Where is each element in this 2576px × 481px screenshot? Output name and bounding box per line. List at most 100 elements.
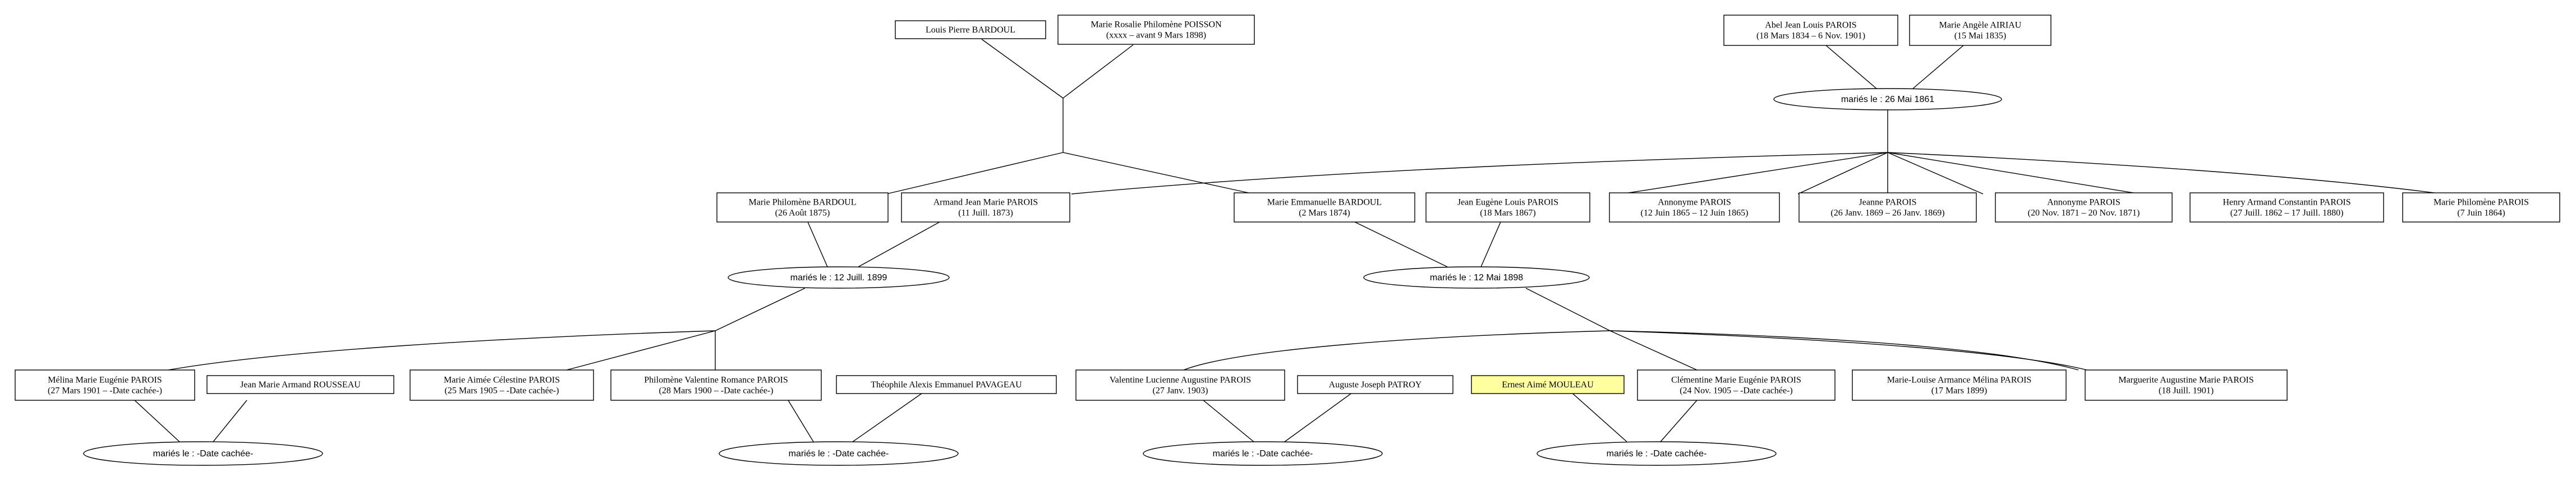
person-frame [1471, 375, 1625, 394]
person-box-marguerite-augustine-marie-parois[interactable]: Marguerite Augustine Marie PAROIS(18 Jui… [2085, 369, 2288, 401]
person-name: Henry Armand Constantin PAROIS [2223, 198, 2350, 207]
person-box-jeanne-parois[interactable]: Jeanne PAROIS (26 Janv. 1869 – 26 Janv. 1… [1798, 192, 1977, 223]
person-name: Jean Eugène Louis PAROIS [1457, 198, 1558, 207]
union-ellipse [1363, 266, 1590, 289]
person-box-auguste-joseph-patroy[interactable]: Auguste Joseph PATROY [1297, 375, 1453, 394]
person-name: Abel Jean Louis PAROIS [1765, 21, 1856, 30]
person-box-abel-jean-louis-parois[interactable]: Abel Jean Louis PAROIS(18 Mars 1834 – 6 … [1723, 15, 1898, 46]
person-dates: (2 Mars 1874) [1299, 209, 1350, 218]
person-name: Marie Philomène BARDOUL [749, 198, 857, 207]
person-name: Mélina Marie Eugénie PAROIS [48, 376, 162, 385]
union-node-armand[interactable]: mariés le : 12 Juill. 1899 [728, 266, 950, 289]
person-name: Marie Aimée Célestine PAROIS [444, 376, 560, 385]
union-ellipse [1773, 88, 2002, 110]
person-dates: (26 Janv. 1869 – 26 Janv. 1869) [1830, 209, 1944, 218]
union-ellipse [83, 441, 323, 466]
union-label: mariés le : -Date cachée- [789, 449, 889, 459]
person-frame [2402, 192, 2560, 223]
person-frame [716, 192, 889, 223]
person-dates: (25 Mars 1905 – -Date cachée-) [445, 386, 559, 396]
person-box-annonyme-parois[interactable]: Annonyme PAROIS(20 Nov. 1871 – 20 Nov. 1… [1995, 192, 2173, 223]
person-box-marie-philomene-parois[interactable]: Marie Philomène PAROIS(7 Juin 1864) [2402, 192, 2560, 223]
person-frame [1798, 192, 1977, 223]
person-name: Philomène Valentine Romance PAROIS [644, 376, 788, 385]
person-name: Théophile Alexis Emmanuel PAVAGEAU [871, 380, 1022, 390]
union-node-jean[interactable]: mariés le : 12 Mai 1898 [1363, 266, 1590, 289]
person-name: Annonyme PAROIS [2047, 198, 2120, 207]
person-name: Jeanne PAROIS [1859, 198, 1917, 207]
person-frame [1234, 192, 1415, 223]
person-name: Ernest Aimé MOULEAU [1502, 380, 1594, 390]
union-label: mariés le : -Date cachée- [153, 449, 254, 459]
unions-layer: mariés le : 26 Mai 1861 mariés le : 12 Ju… [83, 88, 2002, 466]
person-frame [1637, 369, 1836, 401]
person-box-marie-angele-airiau[interactable]: Marie Angèle AIRIAU(15 Mai 1835) [1909, 15, 2051, 46]
person-name: Marie-Louise Armance Mélina PAROIS [1887, 376, 2032, 385]
person-frame [610, 369, 822, 401]
person-box-ernest-aime-mouleau[interactable]: Ernest Aimé MOULEAU [1471, 375, 1625, 394]
person-dates: (17 Mars 1899) [1931, 386, 1988, 396]
person-frame [836, 375, 1057, 394]
person-box-marie-emmanuelle-bardoul[interactable]: Marie Emmanuelle BARDOUL (2 Mars 1874) [1234, 192, 1415, 223]
person-name: Jean Marie Armand ROUSSEAU [240, 380, 361, 390]
person-box-marie-louise-armance-melina-parois[interactable]: Marie-Louise Armance Mélina PAROIS(17 Ma… [1852, 369, 2067, 401]
person-dates: (24 Nov. 1905 – -Date cachée-) [1680, 386, 1793, 396]
union-label: mariés le : 12 Juill. 1899 [790, 273, 887, 283]
person-frame [1075, 369, 1285, 401]
person-frame [1297, 375, 1453, 394]
person-name: Marguerite Augustine Marie PAROIS [2118, 376, 2253, 385]
person-dates: (27 Mars 1901 – -Date cachée-) [48, 386, 162, 396]
person-dates: (xxxx – avant 9 Mars 1898) [1106, 31, 1206, 40]
union-node-philomene[interactable]: mariés le : -Date cachée- [719, 441, 959, 466]
union-node-melina[interactable]: mariés le : -Date cachée- [83, 441, 323, 466]
person-frame [901, 192, 1070, 223]
person-box-armand-jean-marie-parois[interactable]: Armand Jean Marie PAROIS (11 Juill. 1873) [901, 192, 1070, 223]
person-frame [410, 369, 594, 401]
persons-layer: Louis Pierre BARDOUL Marie Rosalie Philom… [15, 15, 2560, 401]
person-frame [1909, 15, 2051, 46]
person-name: Armand Jean Marie PAROIS [933, 198, 1038, 207]
person-box-marie-aimee-celestine-parois[interactable]: Marie Aimée Célestine PAROIS(25 Mars 190… [410, 369, 594, 401]
union-node-abel[interactable]: mariés le : 26 Mai 1861 [1773, 88, 2002, 110]
person-dates: (11 Juill. 1873) [958, 209, 1013, 218]
person-box-theophile-alexis-emmanuel-pavageau[interactable]: Théophile Alexis Emmanuel PAVAGEAU [836, 375, 1057, 394]
union-label: mariés le : -Date cachée- [1213, 449, 1313, 459]
person-frame [1723, 15, 1898, 46]
person-frame [2085, 369, 2288, 401]
person-dates: (18 Mars 1834 – 6 Nov. 1901) [1756, 31, 1865, 41]
person-box-valentine-lucienne-augustine-parois[interactable]: Valentine Lucienne Augustine PAROIS(27 J… [1075, 369, 1285, 401]
person-frame [206, 375, 394, 394]
person-name: Marie Rosalie Philomène POISSON [1091, 20, 1222, 30]
union-node-clementine[interactable]: mariés le : -Date cachée- [1537, 441, 1777, 466]
person-dates: (28 Mars 1900 – -Date cachée-) [659, 386, 774, 396]
union-ellipse [728, 266, 950, 289]
person-box-annonyme-parois[interactable]: Annonyme PAROIS (12 Juin 1865 – 12 Juin 1… [1609, 192, 1780, 223]
person-dates: (26 Août 1875) [775, 209, 830, 218]
person-frame [1995, 192, 2173, 223]
person-name: Valentine Lucienne Augustine PAROIS [1110, 376, 1251, 385]
person-dates: (27 Janv. 1903) [1153, 386, 1208, 396]
union-ellipse [1537, 441, 1777, 466]
person-frame [1609, 192, 1780, 223]
person-box-melina-marie-eugenie-parois[interactable]: Mélina Marie Eugénie PAROIS(27 Mars 1901… [15, 369, 195, 401]
union-label: mariés le : 26 Mai 1861 [1841, 95, 1934, 104]
union-ellipse [719, 441, 959, 466]
person-box-jean-marie-armand-rousseau[interactable]: Jean Marie Armand ROUSSEAU [206, 375, 394, 394]
person-box-marie-rosalie-philomene-poisson[interactable]: Marie Rosalie Philomène POISSON(xxxx – a… [1057, 15, 1255, 45]
person-frame [895, 20, 1046, 39]
union-ellipse [1143, 441, 1383, 466]
person-dates: (12 Juin 1865 – 12 Juin 1865) [1641, 209, 1749, 218]
person-box-jean-eugene-louis-parois[interactable]: Jean Eugène Louis PAROIS(18 Mars 1867) [1425, 192, 1590, 223]
person-name: Louis Pierre BARDOUL [926, 25, 1015, 35]
person-box-henry-armand-constantin-parois[interactable]: Henry Armand Constantin PAROIS(27 Juill.… [2189, 192, 2384, 223]
person-box-louis-pierre-bardoul[interactable]: Louis Pierre BARDOUL [895, 20, 1046, 39]
person-box-philomene-valentine-romance-parois[interactable]: Philomène Valentine Romance PAROIS(28 Ma… [610, 369, 822, 401]
person-name: Annonyme PAROIS [1658, 198, 1731, 207]
person-name: Marie Emmanuelle BARDOUL [1267, 198, 1382, 207]
person-name: Clémentine Marie Eugénie PAROIS [1671, 376, 1801, 385]
person-box-clementine-marie-eugenie-parois[interactable]: Clémentine Marie Eugénie PAROIS(24 Nov. … [1637, 369, 1836, 401]
union-node-valentine[interactable]: mariés le : -Date cachée- [1143, 441, 1383, 466]
person-frame [2189, 192, 2384, 223]
person-box-marie-philomene-bardoul[interactable]: Marie Philomène BARDOUL (26 Août 1875) [716, 192, 889, 223]
person-frame [1057, 15, 1255, 45]
